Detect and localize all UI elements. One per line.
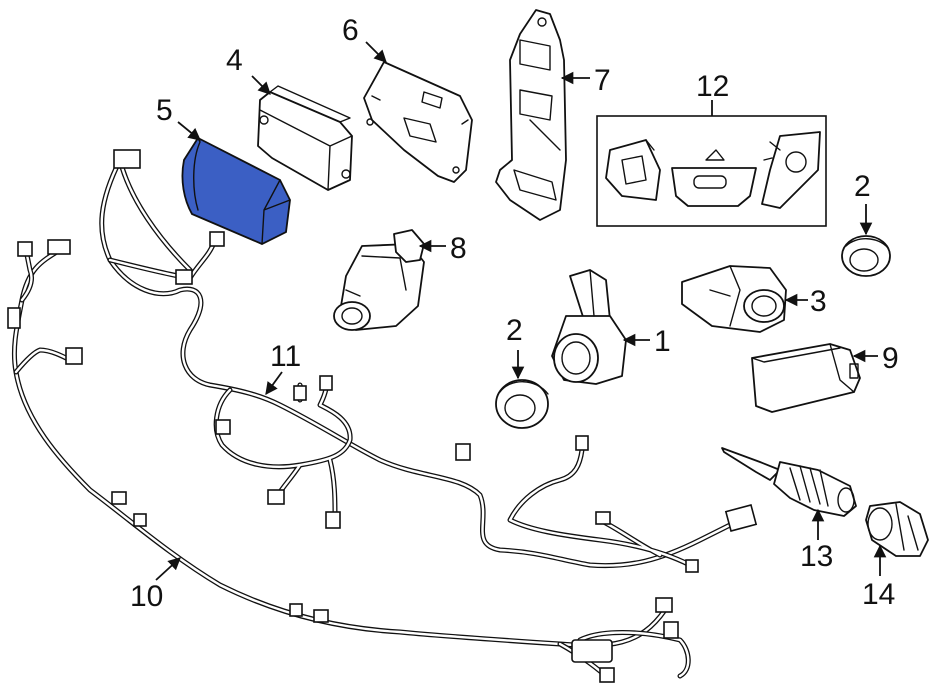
bumper-wiring-harness [7, 239, 691, 683]
leader-4 [251, 75, 271, 95]
leader-11 [265, 371, 283, 396]
leader-5 [177, 121, 201, 141]
callout-2b: 2 [854, 170, 871, 203]
callout-11: 11 [270, 340, 301, 373]
callout-1: 1 [654, 325, 671, 358]
sensor-bracket-3 [681, 265, 787, 333]
bracket-6 [363, 61, 473, 183]
callout-7: 7 [594, 64, 611, 97]
grommet-2-middle [495, 379, 549, 429]
leader-lines [155, 41, 887, 581]
callout-2a: 2 [506, 314, 523, 347]
highlighted-control-module [181, 136, 291, 245]
center-wiring-harness [99, 149, 758, 573]
callout-labels: 1 2 2 3 4 5 6 7 8 9 10 11 12 13 14 [130, 14, 899, 613]
leader-6 [365, 41, 387, 63]
callout-10: 10 [130, 580, 163, 613]
callout-4: 4 [226, 44, 243, 77]
callout-3: 3 [810, 285, 827, 318]
callout-6: 6 [342, 14, 359, 47]
callout-12: 12 [696, 70, 729, 103]
callout-9: 9 [882, 342, 899, 375]
grommet-2-right [841, 235, 891, 277]
callout-5: 5 [156, 94, 173, 127]
sensor-13 [721, 447, 857, 517]
callout-13: 13 [800, 540, 833, 573]
callout-8: 8 [450, 232, 467, 265]
leader-10 [155, 557, 181, 581]
callout-14: 14 [862, 578, 895, 611]
kit-box-12 [596, 115, 827, 227]
parking-sensor-1 [551, 269, 627, 385]
module-4 [257, 85, 353, 191]
camera-8 [333, 229, 425, 331]
module-9 [751, 343, 861, 413]
bracket-7 [495, 9, 567, 221]
connector-14 [865, 501, 929, 557]
